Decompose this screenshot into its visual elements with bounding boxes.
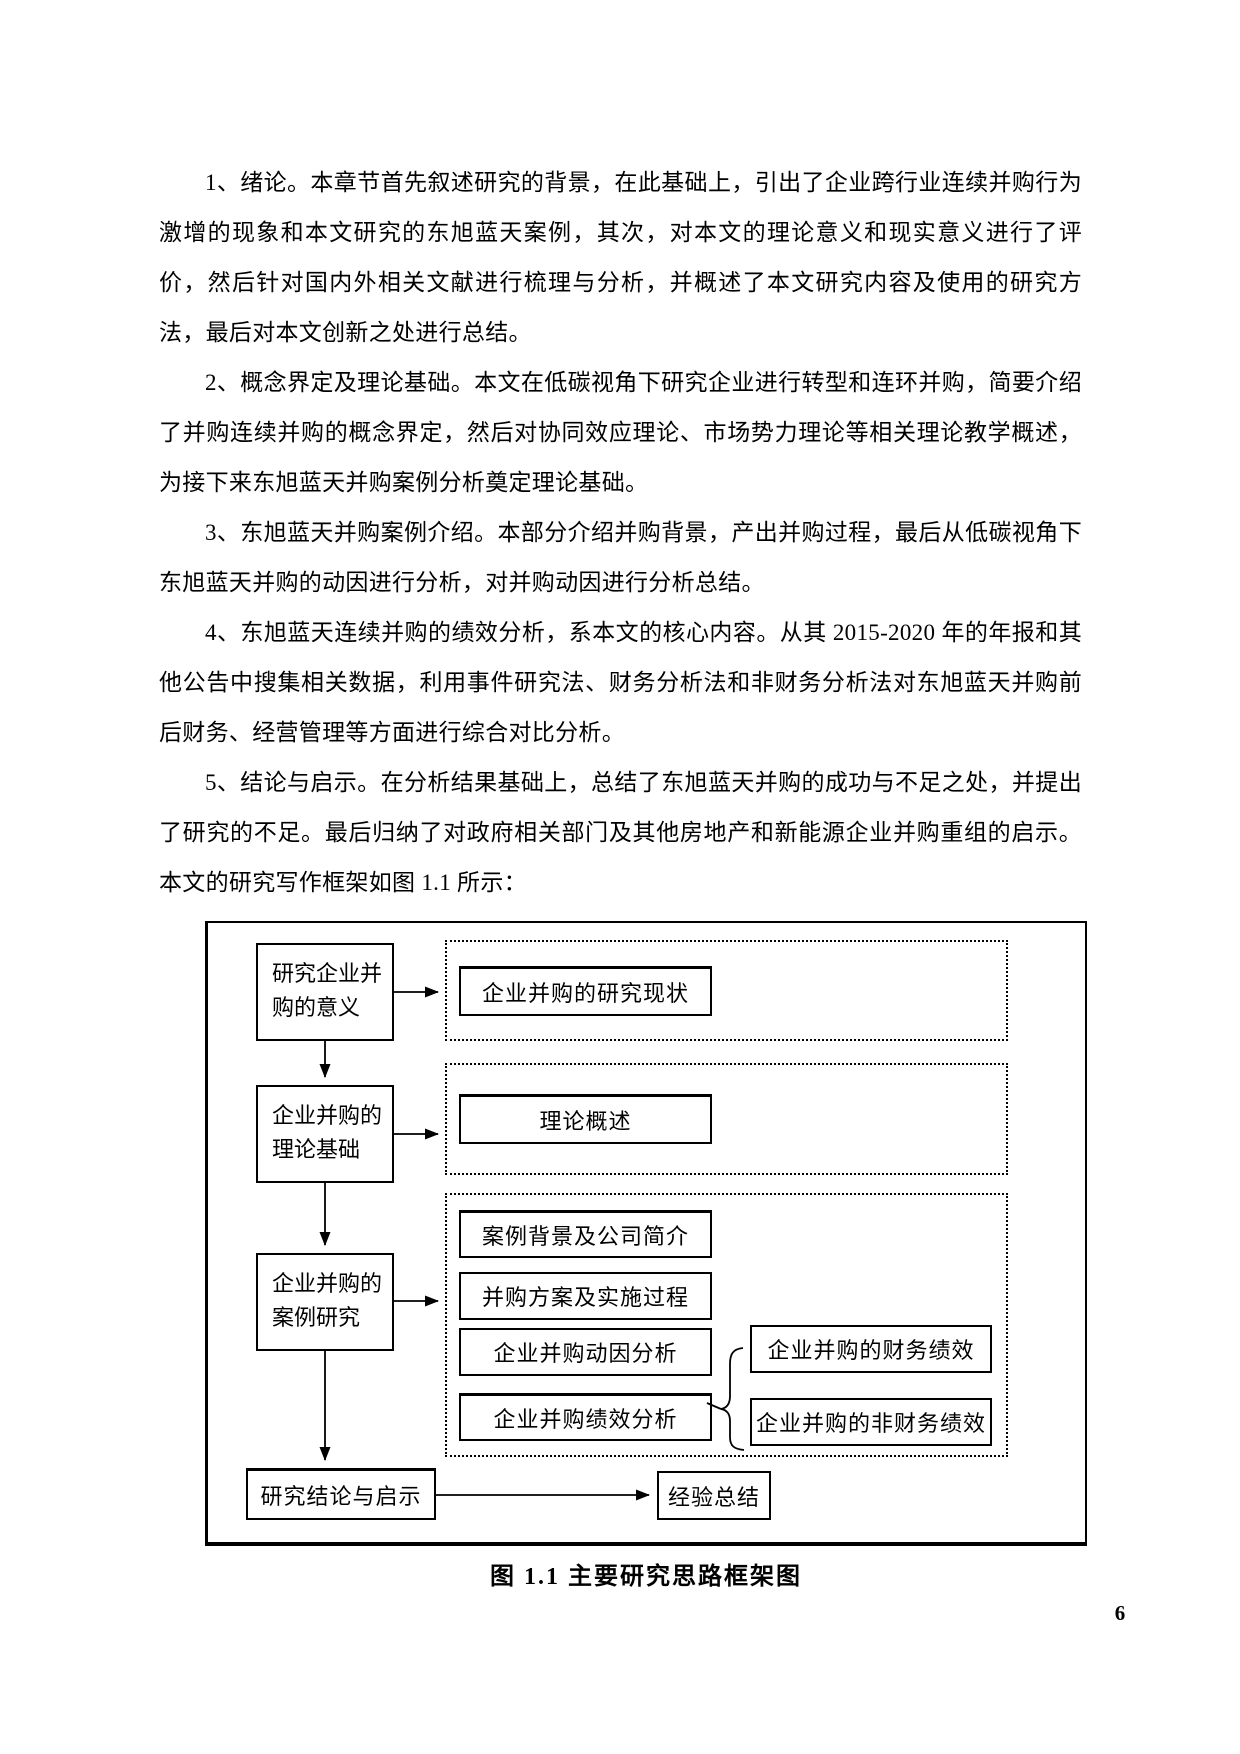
flow-box-ma-plan: 并购方案及实施过程 [459, 1272, 712, 1320]
page-number: 6 [1114, 1601, 1126, 1625]
group-case-study [445, 1193, 1008, 1457]
flow-box-theory-basis: 企业并购的 理论基础 [256, 1085, 394, 1183]
paragraph-2: 2、概念界定及理论基础。本文在低碳视角下研究企业进行转型和连环并购，简要介绍了并… [159, 370, 1082, 495]
flow-box-case-background: 案例背景及公司简介 [459, 1210, 712, 1258]
group-research-status [445, 940, 1008, 1041]
flow-box-theory-overview: 理论概述 [459, 1094, 712, 1144]
paragraph-5: 5、结论与启示。在分析结果基础上，总结了东旭蓝天并购的成功与不足之处，并提出了研… [159, 770, 1082, 895]
flow-box-case-research: 企业并购的 案例研究 [256, 1253, 394, 1351]
flow-box-line: 理论基础 [272, 1137, 361, 1162]
flow-box-motivation-analysis: 企业并购动因分析 [459, 1328, 712, 1376]
body-text: 1、绪论。本章节首先叙述研究的背景，在此基础上，引出了企业跨行业连续并购行为激增… [159, 158, 1082, 908]
flow-box-line: 研究企业并 [272, 961, 383, 986]
paragraph-3: 3、东旭蓝天并购案例介绍。本部分介绍并购背景，产出并购过程，最后从低碳视角下东旭… [159, 520, 1082, 595]
paragraph-4: 4、东旭蓝天连续并购的绩效分析，系本文的核心内容。从其 2015-2020 年的… [159, 620, 1082, 745]
flow-box-nonfinancial-performance: 企业并购的非财务绩效 [750, 1398, 992, 1446]
flow-box-financial-performance: 企业并购的财务绩效 [750, 1325, 992, 1373]
flow-box-line: 案例研究 [272, 1305, 361, 1330]
flow-box-significance: 研究企业并 购的意义 [256, 943, 394, 1041]
figure-caption: 图 1.1 主要研究思路框架图 [490, 1564, 802, 1590]
flow-box-line: 购的意义 [272, 995, 361, 1020]
group-theory [445, 1063, 1008, 1175]
flow-box-research-status: 企业并购的研究现状 [459, 966, 712, 1016]
flow-box-line: 企业并购的 [272, 1103, 383, 1128]
flow-box-experience-summary: 经验总结 [657, 1471, 771, 1520]
paragraph-1: 1、绪论。本章节首先叙述研究的背景，在此基础上，引出了企业跨行业连续并购行为激增… [159, 170, 1082, 345]
flow-box-conclusion: 研究结论与启示 [246, 1468, 436, 1520]
flow-box-line: 企业并购的 [272, 1271, 383, 1296]
flow-box-performance-analysis: 企业并购绩效分析 [459, 1393, 712, 1441]
